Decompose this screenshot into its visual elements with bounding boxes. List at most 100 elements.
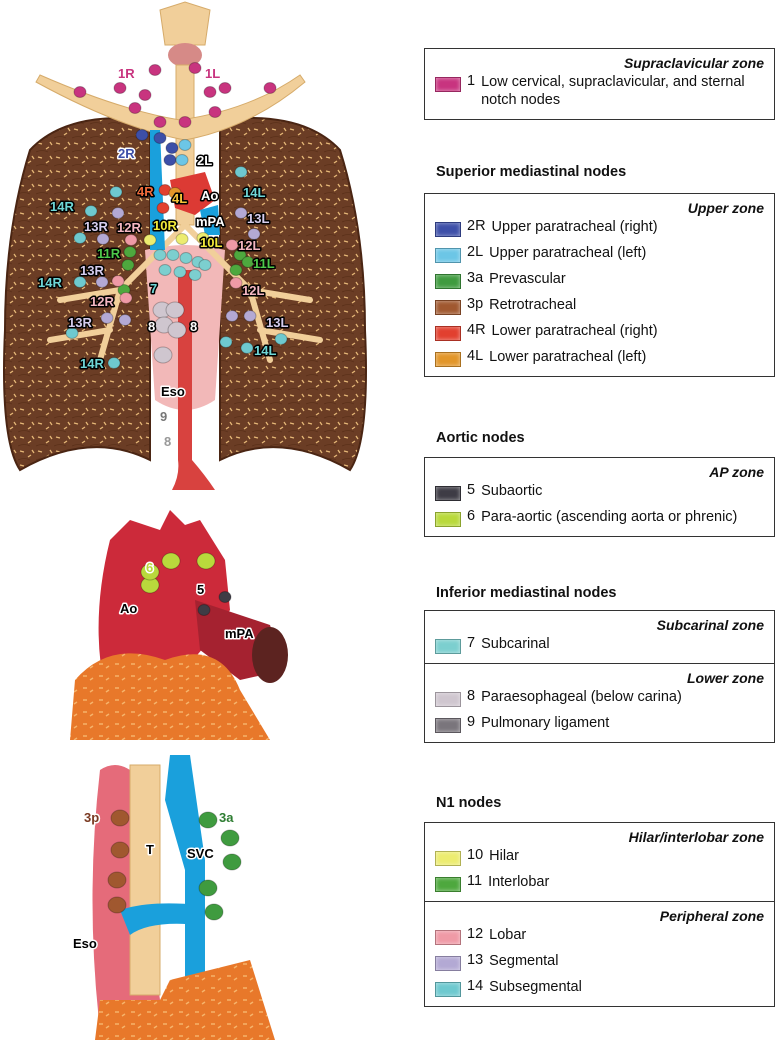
zone-title: Peripheral zone (659, 908, 764, 924)
label-8-left: 8 (148, 319, 155, 334)
node-marker-10 (175, 233, 189, 245)
node-marker-14 (107, 357, 121, 369)
label-T: T (146, 842, 154, 857)
node-marker-1 (153, 116, 167, 128)
node-marker-1 (128, 102, 142, 114)
node-marker-6 (196, 552, 216, 570)
node-marker-2r (163, 154, 177, 166)
label-10R: 10R (153, 218, 177, 233)
node-marker-2r (153, 132, 167, 144)
node-marker-3a (222, 853, 242, 871)
label-2R: 2R (118, 146, 135, 161)
color-swatch (435, 326, 461, 341)
station-description: Low cervical, supraclavicular, and stern… (481, 74, 745, 108)
node-marker-2r (135, 129, 149, 141)
station-code: 9 (467, 714, 476, 730)
node-marker-1 (73, 86, 87, 98)
label-9: 9 (160, 409, 167, 424)
node-marker-11 (241, 256, 255, 268)
node-marker-1 (208, 106, 222, 118)
station-labels: 1R 1L 2R 2L 4R 4L Ao mPA 10R 10L 11R 11L… (37, 65, 290, 953)
zone-title: AP zone (709, 464, 764, 480)
node-marker-7 (173, 266, 187, 278)
node-marker-13 (118, 314, 132, 326)
legend-group-heading: Aortic nodes (436, 430, 525, 446)
node-marker-1 (203, 86, 217, 98)
label-5: 5 (197, 582, 204, 597)
station-code: 3p (467, 296, 484, 312)
label-14R-top: 14R (50, 199, 74, 214)
label-Ao: Ao (201, 188, 218, 203)
node-marker-11 (229, 264, 243, 276)
aorta (98, 510, 230, 700)
node-marker-14 (240, 342, 254, 354)
node-marker-10 (143, 234, 157, 246)
node-marker-3p (110, 809, 130, 827)
node-marker-14 (274, 333, 288, 345)
station-code: 8 (467, 688, 476, 704)
label-13R: 13R (68, 315, 92, 330)
node-marker-4l (168, 187, 182, 199)
label-13L: 13L (266, 315, 288, 330)
node-marker-14 (234, 166, 248, 178)
trachea-lateral (129, 764, 161, 996)
node-marker-7 (158, 264, 172, 276)
node-marker-14 (219, 336, 233, 348)
color-swatch (435, 982, 461, 997)
color-swatch (435, 930, 461, 945)
node-marker-3a (204, 903, 224, 921)
station-code: 14 (467, 978, 484, 994)
lateral-panel (92, 755, 275, 1040)
node-marker-1 (148, 64, 162, 76)
label-14L: 14L (254, 343, 276, 358)
node-marker-11 (123, 246, 137, 258)
node-marker-3a (220, 829, 240, 847)
label-13R-top: 13R (84, 219, 108, 234)
node-marker-4r (156, 202, 170, 214)
zone-title: Lower zone (686, 670, 764, 686)
node-marker-1 (178, 116, 192, 128)
node-marker-2l (175, 154, 189, 166)
node-marker-12 (124, 234, 138, 246)
label-3p: 3p (84, 810, 99, 825)
node-marker-13 (243, 310, 257, 322)
label-1R: 1R (118, 66, 135, 81)
station-description: Hilar (489, 848, 519, 864)
station-code: 3a (467, 270, 484, 286)
left-lung (219, 116, 367, 472)
color-swatch (435, 639, 461, 654)
color-swatch (435, 222, 461, 237)
label-13L-top: 13L (247, 211, 269, 226)
label-6: 6 (146, 560, 153, 575)
node-marker-8 (153, 346, 173, 364)
node-marker-13 (95, 276, 109, 288)
svc-lateral (165, 755, 205, 990)
node-marker-7 (188, 269, 202, 281)
station-description: Segmental (489, 953, 559, 969)
color-swatch (435, 692, 461, 707)
node-marker-12 (225, 239, 239, 251)
color-swatch (435, 486, 461, 501)
label-8-bottom: 8 (164, 434, 171, 449)
node-marker-1 (188, 62, 202, 74)
node-marker-7 (198, 259, 212, 271)
label-13R-mid: 13R (80, 263, 104, 278)
node-marker-13 (234, 207, 248, 219)
station-description: Subaortic (481, 483, 543, 499)
node-marker-5 (218, 591, 232, 603)
node-marker-1 (263, 82, 277, 94)
node-marker-14 (65, 327, 79, 339)
node-marker-12 (111, 275, 125, 287)
color-swatch (435, 77, 461, 92)
